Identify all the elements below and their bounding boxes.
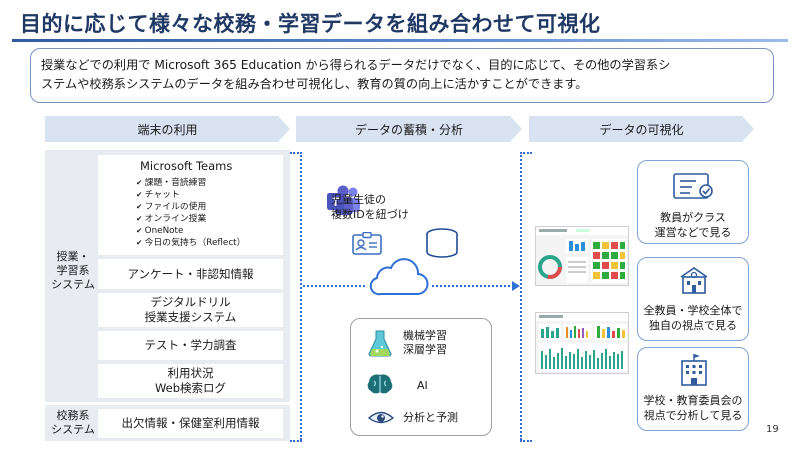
survey-box: アンケート・非認知情報 bbox=[98, 259, 283, 289]
ai-item-predict: 分析と予測 bbox=[403, 411, 458, 425]
ai-item-label: 機械学習 bbox=[403, 329, 447, 342]
cloud-icon bbox=[369, 258, 429, 296]
role-teacher-line: 運営などで見る bbox=[654, 226, 732, 239]
left-bracket-bottom bbox=[290, 440, 302, 442]
stage-data-accumulation: データの蓄積・分析 bbox=[296, 116, 522, 142]
teams-box: Microsoft Teams 課題・音読練習 チャット ファイルの使用 オンラ… bbox=[98, 155, 360, 255]
usage-label: 利用状況 bbox=[167, 366, 214, 380]
right-bracket-bottom bbox=[520, 440, 532, 442]
ai-analysis-box: 機械学習 深層学習 AI 分析と予測 bbox=[350, 318, 492, 436]
teams-feature-item: チャット bbox=[136, 189, 245, 201]
role-school-box: 全教員・学校全体で 独自の視点で見る bbox=[637, 257, 749, 341]
database-icon bbox=[426, 228, 458, 258]
flask-icon bbox=[368, 330, 392, 357]
id-link-caption-line: 複数IDを紐づけ bbox=[331, 208, 409, 221]
learning-system-label-line: システム bbox=[51, 278, 95, 291]
attendance-label: 出欠情報・保健室利用情報 bbox=[121, 416, 260, 430]
admin-system-label-line: 校務系 bbox=[56, 409, 90, 422]
ai-item-label: 分析と予測 bbox=[403, 411, 458, 424]
role-school-label: 全教員・学校全体で 独自の視点で見る bbox=[638, 303, 748, 333]
teams-title: Microsoft Teams bbox=[140, 159, 233, 173]
role-board-line: 視点で分析して見る bbox=[643, 409, 743, 422]
id-card-icon bbox=[352, 232, 382, 255]
svg-text:T: T bbox=[332, 195, 340, 209]
learning-system-label: 授業・ 学習系 システム bbox=[48, 250, 98, 292]
usage-log-box: 利用状況 Web検索ログ bbox=[98, 364, 283, 398]
teams-feature-list: 課題・音読練習 チャット ファイルの使用 オンライン授業 OneNote 今日の… bbox=[136, 177, 246, 249]
role-board-box: 学校・教育委員会の 視点で分析して見る bbox=[637, 347, 749, 431]
role-teacher-line: 教員がクラス bbox=[660, 211, 726, 224]
flow-arrow-2-head bbox=[512, 281, 520, 291]
dashboard-1-graphic bbox=[536, 227, 628, 283]
right-bracket-top bbox=[520, 152, 532, 154]
class-support-label: 授業支援システム bbox=[144, 310, 237, 324]
page-number: 19 bbox=[766, 424, 779, 435]
role-school-line: 独自の視点で見る bbox=[649, 319, 737, 332]
dashboard-thumbnail-1 bbox=[535, 226, 629, 286]
dashboard-2-graphic bbox=[536, 313, 628, 371]
role-board-label: 学校・教育委員会の 視点で分析して見る bbox=[638, 393, 748, 423]
attendance-box: 出欠情報・保健室利用情報 bbox=[98, 409, 283, 438]
teams-feature-item: オンライン授業 bbox=[136, 213, 245, 225]
left-bracket-line bbox=[300, 152, 302, 440]
stage-device-use: 端末の利用 bbox=[45, 116, 290, 142]
title-divider bbox=[12, 39, 788, 42]
id-link-caption-line: 児童生徒の bbox=[331, 193, 386, 206]
left-bracket-top bbox=[290, 152, 302, 154]
page-title: 目的に応じて様々な校務・学習データを組み合わせて可視化 bbox=[20, 12, 601, 36]
admin-system-label: 校務系 システム bbox=[48, 409, 98, 437]
flow-arrow-1-line bbox=[303, 285, 365, 287]
checklist-icon bbox=[673, 173, 713, 199]
stage-visualization: データの可視化 bbox=[529, 116, 754, 142]
survey-label: アンケート・非認知情報 bbox=[127, 266, 254, 281]
school-icon bbox=[680, 267, 708, 294]
admin-system-label-line: システム bbox=[51, 423, 95, 436]
digital-drill-label: デジタルドリル bbox=[150, 295, 231, 309]
teams-feature-item: ファイルの使用 bbox=[136, 201, 245, 213]
ai-item-ml: 機械学習 深層学習 bbox=[403, 329, 447, 357]
ai-item-label: 深層学習 bbox=[403, 343, 447, 356]
intro-line-2: ステムや校務系システムのデータを組み合わせ可視化し、教育の質の向上に活かすことが… bbox=[41, 77, 588, 91]
web-log-label: Web検索ログ bbox=[154, 381, 227, 395]
ai-item-ai: AI bbox=[417, 379, 428, 393]
digital-drill-box: デジタルドリル 授業支援システム bbox=[98, 293, 283, 327]
teams-feature-item: 今日の気持ち（Reflect） bbox=[136, 237, 246, 249]
building-icon bbox=[681, 354, 707, 386]
test-label: テスト・学力調査 bbox=[144, 338, 237, 352]
role-teacher-box: 教員がクラス 運営などで見る bbox=[637, 160, 749, 244]
ai-item-label: AI bbox=[417, 379, 428, 392]
id-link-caption: 児童生徒の 複数IDを紐づけ bbox=[331, 192, 409, 222]
flow-arrow-2-line bbox=[432, 285, 514, 287]
intro-box: 授業などでの利用で Microsoft 365 Education から得られる… bbox=[30, 48, 774, 103]
role-teacher-label: 教員がクラス 運営などで見る bbox=[638, 210, 748, 240]
teams-feature-item: OneNote bbox=[136, 225, 245, 237]
learning-system-label-line: 授業・ bbox=[56, 250, 90, 263]
teams-logo-icon: T bbox=[327, 185, 360, 215]
brain-icon bbox=[367, 374, 393, 394]
intro-line-1: 授業などでの利用で Microsoft 365 Education から得られる… bbox=[41, 58, 671, 72]
teams-feature-item: 課題・音読練習 bbox=[136, 177, 245, 189]
test-box: テスト・学力調査 bbox=[98, 331, 283, 360]
role-school-line: 全教員・学校全体で bbox=[643, 304, 743, 317]
right-bracket-line bbox=[520, 152, 522, 440]
eye-icon bbox=[367, 411, 395, 424]
learning-system-label-line: 学習系 bbox=[56, 264, 90, 277]
dashboard-thumbnail-2 bbox=[535, 312, 629, 374]
role-board-line: 学校・教育委員会の bbox=[643, 394, 743, 407]
